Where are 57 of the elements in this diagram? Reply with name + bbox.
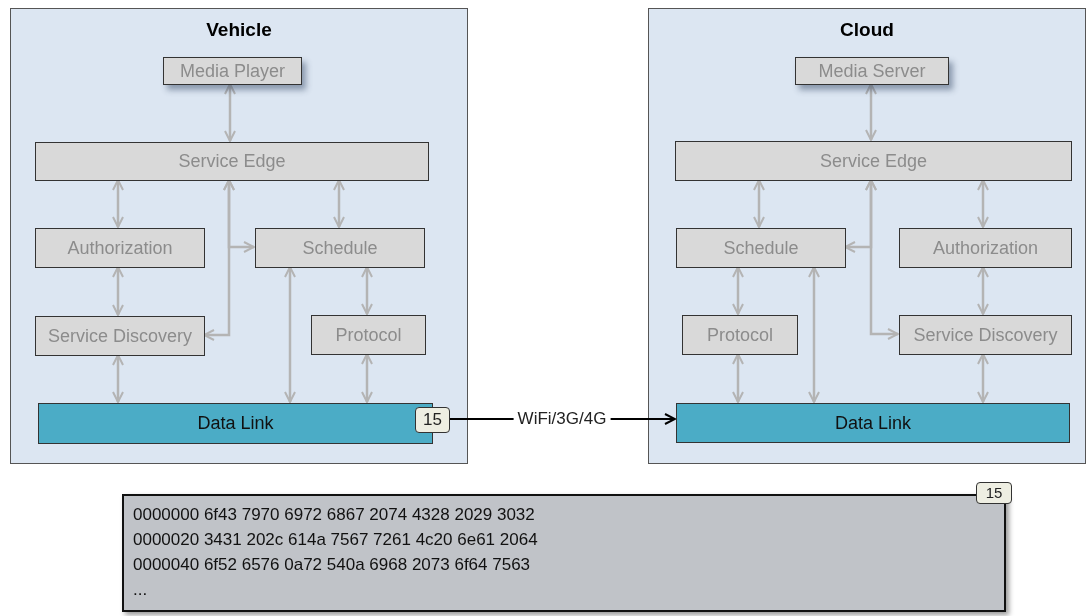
arrow — [865, 83, 877, 141]
component-box — [35, 228, 205, 268]
component-box — [795, 57, 949, 85]
box-label: Authorization — [932, 237, 1039, 259]
arrow — [224, 83, 236, 142]
box-label: Authorization — [67, 237, 173, 259]
box-label: Data Link — [834, 412, 911, 434]
arrow — [284, 266, 296, 403]
arrow — [361, 266, 373, 315]
panel-title: Vehicle — [206, 19, 272, 41]
number-badge — [415, 407, 450, 433]
box-label: Service Edge — [178, 151, 286, 172]
arrow — [753, 179, 765, 228]
component-box — [255, 228, 425, 268]
arrow — [361, 353, 373, 403]
box-label: Protocol — [335, 324, 402, 346]
box-label: Media Player — [179, 60, 285, 82]
component-box — [163, 57, 302, 85]
hex-line: ... — [133, 579, 148, 601]
box-label: Schedule — [302, 237, 378, 259]
data-link-bar — [676, 403, 1070, 443]
box-label: Schedule — [723, 237, 799, 259]
arrow — [808, 266, 820, 403]
arrow — [977, 179, 989, 228]
hex-line: 0000040 6f52 6576 0a72 540a 6968 2073 6f64 7563 — [133, 554, 531, 576]
hex-line: 0000000 6f43 7970 6972 6867 2074 4328 2029 3032 — [133, 504, 535, 526]
arrow — [732, 353, 744, 403]
box-label: Media Server — [818, 60, 926, 82]
component-box — [35, 142, 429, 181]
arrow — [732, 266, 744, 315]
component-box — [899, 228, 1072, 268]
box-label: Service Edge — [819, 150, 928, 172]
hex-line: 0000020 3431 202c 614a 7567 7261 4c20 6e61 2064 — [133, 529, 538, 551]
arrow — [203, 179, 235, 341]
system-panel — [648, 8, 1086, 464]
component-box — [35, 316, 205, 356]
arrow — [112, 179, 124, 228]
box-label: 15 — [423, 410, 442, 430]
arrow — [112, 354, 124, 403]
arrow — [977, 266, 989, 315]
system-panel — [10, 8, 468, 464]
component-box — [675, 141, 1072, 181]
arrow — [977, 353, 989, 403]
arrow — [865, 179, 899, 340]
component-box — [676, 228, 846, 268]
box-label: Protocol — [706, 324, 773, 346]
box-label: Data Link — [197, 413, 274, 434]
panel-title: Cloud — [840, 19, 894, 41]
box-label: Service Discovery — [913, 324, 1058, 346]
number-badge — [976, 482, 1012, 504]
box-label: Service Discovery — [47, 325, 192, 347]
box-label: 15 — [985, 484, 1003, 502]
component-box — [311, 315, 426, 355]
arrow — [333, 179, 345, 228]
arrow — [112, 266, 124, 316]
component-box — [682, 315, 798, 355]
component-box — [899, 315, 1072, 355]
